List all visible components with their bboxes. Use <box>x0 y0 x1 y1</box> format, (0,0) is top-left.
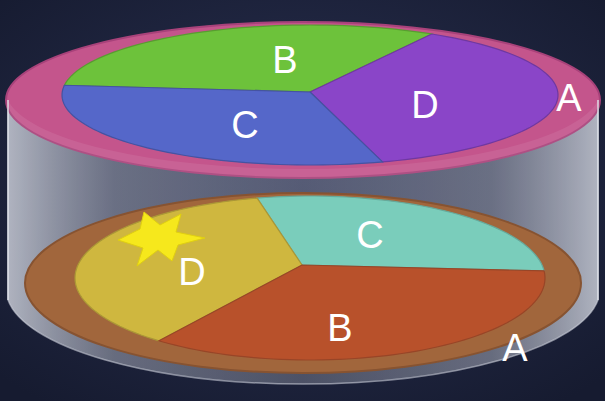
layer-letter: B <box>272 41 297 79</box>
shape-group <box>159 265 545 360</box>
cylinder-front-glass <box>8 100 598 384</box>
sector-shape <box>75 196 545 360</box>
sector: B <box>75 196 545 360</box>
layer-letter: A <box>556 79 581 117</box>
ring-band <box>25 193 581 373</box>
layer-letter: B <box>327 309 352 347</box>
shape-group <box>6 22 600 178</box>
shape-group <box>62 85 382 165</box>
cylinder-edge <box>597 100 599 300</box>
layer-letter: D <box>178 253 205 291</box>
layer-letter: D <box>411 86 438 124</box>
sector-shape <box>62 25 558 165</box>
sector: C <box>62 25 558 165</box>
ring-band <box>6 22 600 178</box>
shape-group <box>257 196 544 271</box>
layer-letter: C <box>231 106 258 144</box>
layer-letter: C <box>356 216 383 254</box>
pie-wedge <box>159 265 545 360</box>
pie-wedge <box>62 85 382 165</box>
layer-letter: A <box>502 329 527 367</box>
pie-wedge <box>257 196 544 271</box>
cylinder-edge <box>7 100 9 300</box>
shape-group <box>25 193 581 373</box>
outer-ring: A C D B <box>25 193 581 373</box>
outer-ring: A B D C <box>6 22 600 178</box>
star-marker <box>118 212 205 266</box>
